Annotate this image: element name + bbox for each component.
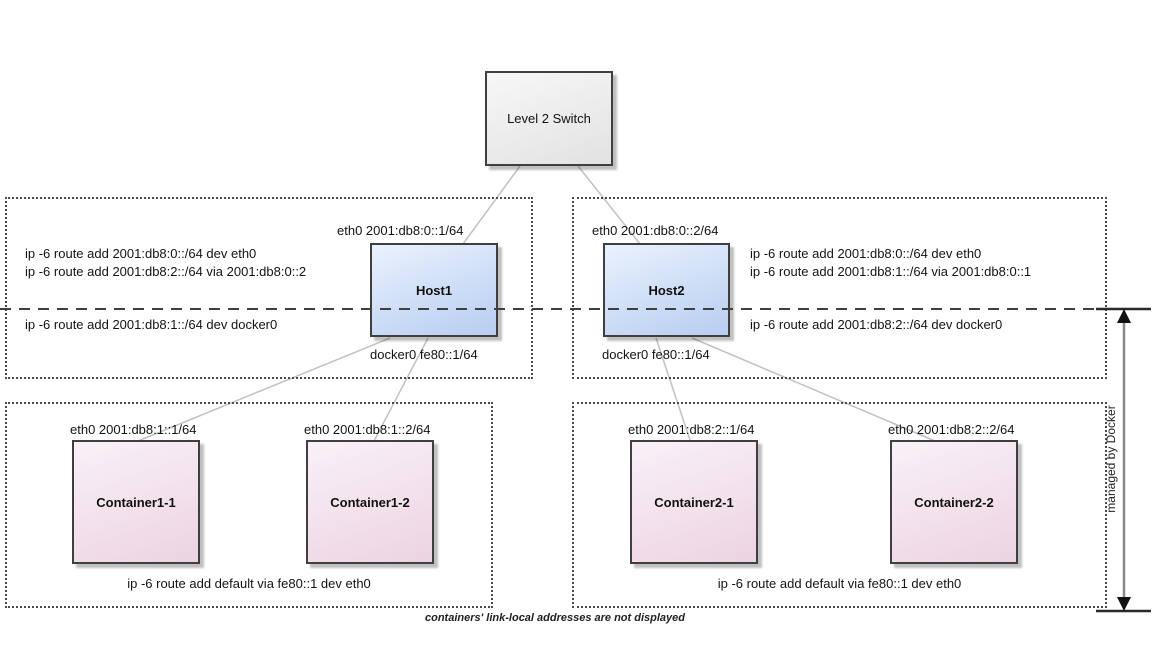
container1-1-node: Container1-1 xyxy=(72,440,200,564)
container2-1-node: Container2-1 xyxy=(630,440,758,564)
diagram-caption: containers' link-local addresses are not… xyxy=(425,612,685,624)
container2-1-label: Container2-1 xyxy=(654,494,734,510)
host1-node: Host1 xyxy=(370,243,498,337)
host2-route-line2: ip -6 route add 2001:db8:1::/64 via 2001… xyxy=(750,264,1032,279)
container1-1-label: Container1-1 xyxy=(96,494,176,510)
host1-docker0-routes: ip -6 route add 2001:db8:1::/64 dev dock… xyxy=(25,316,277,334)
host2-docker0-label: docker0 fe80::1/64 xyxy=(602,347,710,362)
host2-eth0-label: eth0 2001:db8:0::2/64 xyxy=(592,223,719,238)
container2-2-label: Container2-2 xyxy=(914,494,994,510)
host1-docker0-label: docker0 fe80::1/64 xyxy=(370,347,478,362)
arrow-down-icon xyxy=(1117,597,1131,611)
managed-by-docker-label: managed by Docker xyxy=(1104,405,1118,513)
container1-1-eth0-label: eth0 2001:db8:1::1/64 xyxy=(70,422,197,437)
host1-route-line3: ip -6 route add 2001:db8:1::/64 dev dock… xyxy=(25,317,278,332)
container2-2-node: Container2-2 xyxy=(890,440,1018,564)
host1-label: Host1 xyxy=(415,282,453,298)
level2-switch-label: Level 2 Switch xyxy=(507,111,591,126)
container1-2-label: Container1-2 xyxy=(330,494,410,510)
containers2-default-route: ip -6 route add default via fe80::1 dev … xyxy=(717,576,962,591)
host1-eth0-label: eth0 2001:db8:0::1/64 xyxy=(337,223,464,238)
host2-label: Host2 xyxy=(648,282,685,298)
host1-route-line1: ip -6 route add 2001:db8:0::/64 dev eth0 xyxy=(25,246,257,261)
container2-2-eth0-label: eth0 2001:db8:2::2/64 xyxy=(888,422,1015,437)
containers1-default-route: ip -6 route add default via fe80::1 dev … xyxy=(127,576,371,591)
host1-route-line2: ip -6 route add 2001:db8:2::/64 via 2001… xyxy=(25,264,307,279)
container1-2-eth0-label: eth0 2001:db8:1::2/64 xyxy=(304,422,431,437)
host1-eth0-routes: ip -6 route add 2001:db8:0::/64 dev eth0… xyxy=(25,245,306,281)
container1-2-node: Container1-2 xyxy=(306,440,434,564)
host2-node: Host2 xyxy=(603,243,730,337)
host2-eth0-routes: ip -6 route add 2001:db8:0::/64 dev eth0… xyxy=(750,245,1031,281)
level2-switch-node: Level 2 Switch xyxy=(485,71,613,166)
host2-route-line3: ip -6 route add 2001:db8:2::/64 dev dock… xyxy=(750,317,1003,332)
container2-1-eth0-label: eth0 2001:db8:2::1/64 xyxy=(628,422,755,437)
arrow-up-icon xyxy=(1117,309,1131,323)
host2-route-line1: ip -6 route add 2001:db8:0::/64 dev eth0 xyxy=(750,246,982,261)
host2-docker0-routes: ip -6 route add 2001:db8:2::/64 dev dock… xyxy=(750,316,1002,334)
